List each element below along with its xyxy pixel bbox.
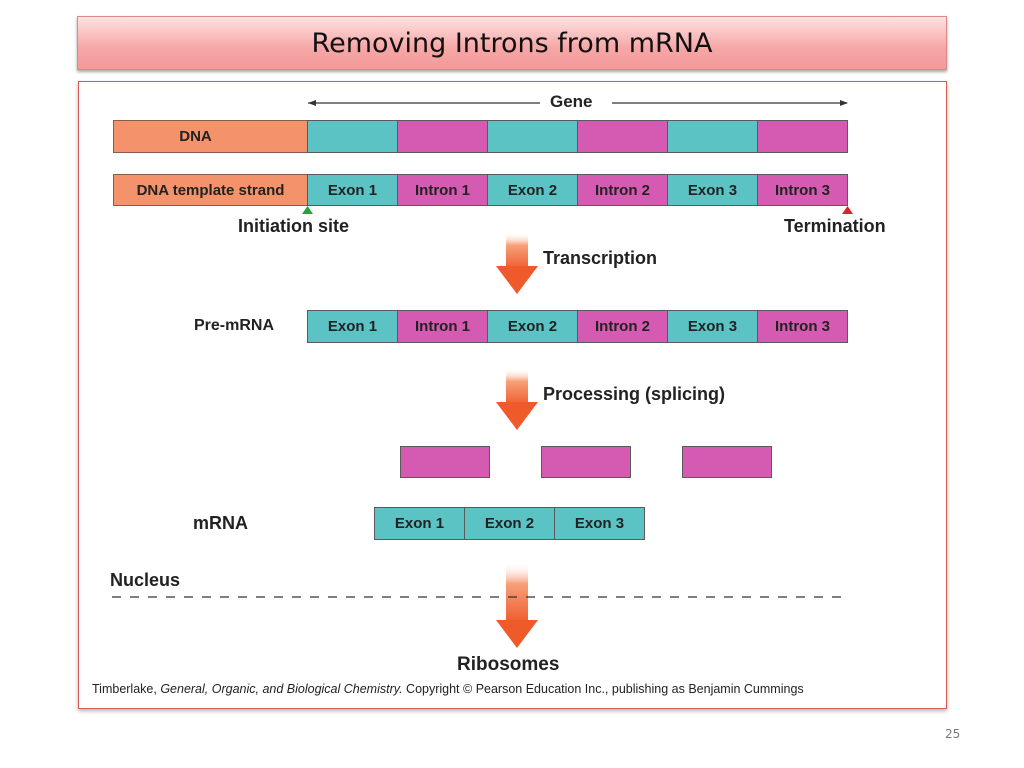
dna-segment xyxy=(397,120,488,153)
termination-label: Termination xyxy=(784,216,886,236)
mrna-segment: Exon 2 xyxy=(464,507,555,540)
page-number: 25 xyxy=(945,727,961,741)
pre-mrna-segment: Intron 2 xyxy=(577,310,668,343)
mrna-label: mRNA xyxy=(193,513,249,533)
removed-intron xyxy=(682,446,772,478)
dna-segment xyxy=(757,120,848,153)
pre-mrna-segment: Exon 1 xyxy=(307,310,398,343)
processing-label: Processing (splicing) xyxy=(543,384,726,404)
slide-title-bar: Removing Introns from mRNA xyxy=(77,16,947,70)
caption-book-title: General, Organic, and Biological Chemist… xyxy=(160,682,403,696)
dna-segment xyxy=(577,120,668,153)
template-segment: Intron 1 xyxy=(397,174,488,206)
removed-intron xyxy=(400,446,490,478)
dna-template-box: DNA template strand xyxy=(113,174,308,206)
slide-title: Removing Introns from mRNA xyxy=(311,27,713,59)
pre-mrna-segment: Intron 3 xyxy=(757,310,848,343)
removed-intron xyxy=(541,446,631,478)
template-segment: Exon 1 xyxy=(307,174,398,206)
caption-rights: Copyright © Pearson Education Inc., publ… xyxy=(402,682,804,696)
ribosomes-label: Ribosomes xyxy=(457,654,560,675)
pre-mrna-segment: Exon 3 xyxy=(667,310,758,343)
pre-mrna-label: Pre-mRNA xyxy=(194,317,275,334)
template-segment: Intron 2 xyxy=(577,174,668,206)
template-segment: Intron 3 xyxy=(757,174,848,206)
dna-segment xyxy=(487,120,578,153)
caption-author: Timberlake, xyxy=(92,682,161,696)
dna-segment xyxy=(667,120,758,153)
figure-caption: Timberlake, General, Organic, and Biolog… xyxy=(92,682,804,696)
mrna-segment: Exon 3 xyxy=(554,507,645,540)
nucleus-label: Nucleus xyxy=(110,570,181,590)
mrna-segment: Exon 1 xyxy=(374,507,465,540)
dna-label: DNA xyxy=(179,128,212,145)
gene-label: Gene xyxy=(550,92,593,111)
template-segment: Exon 3 xyxy=(667,174,758,206)
dna-box: DNA xyxy=(113,120,308,153)
transcription-label: Transcription xyxy=(543,248,658,268)
dna-segment xyxy=(307,120,398,153)
initiation-site-label: Initiation site xyxy=(238,216,350,236)
dna-template-label: DNA template strand xyxy=(136,181,285,199)
pre-mrna-segment: Exon 2 xyxy=(487,310,578,343)
template-segment: Exon 2 xyxy=(487,174,578,206)
pre-mrna-segment: Intron 1 xyxy=(397,310,488,343)
